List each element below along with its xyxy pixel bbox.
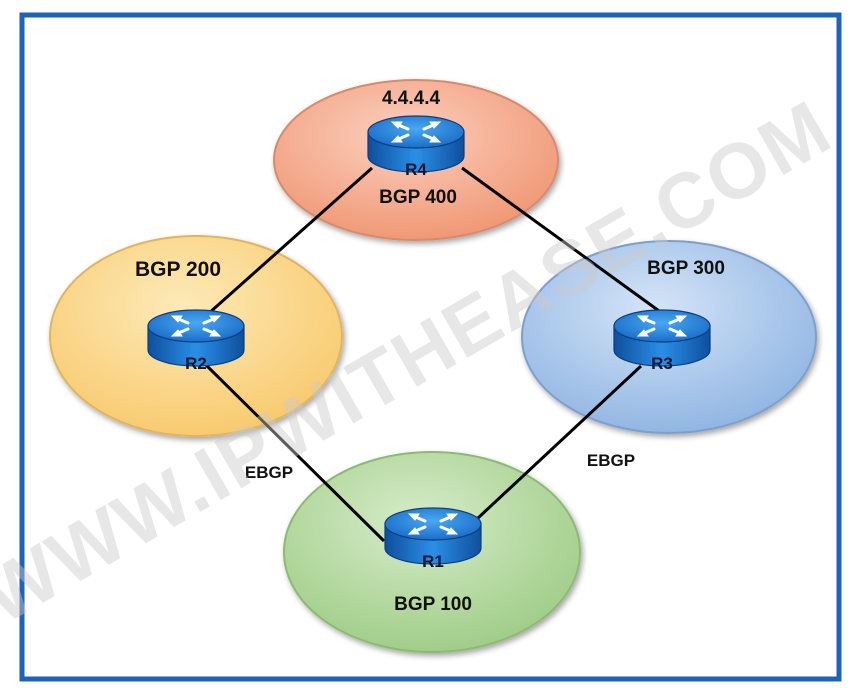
as200-label: BGP 200	[135, 258, 221, 281]
link-r3-r1-label: EBGP	[587, 451, 635, 470]
as300-label: BGP 300	[647, 258, 725, 279]
router-r3: R3	[612, 308, 712, 373]
router-r4: R4	[366, 114, 466, 179]
as100-label: BGP 100	[394, 594, 472, 615]
router-r1: R1	[383, 506, 483, 571]
link-r2-r1	[203, 362, 386, 543]
link-r4-r3	[461, 166, 667, 318]
router-r2: R2	[146, 308, 246, 373]
router-name: R4	[405, 160, 427, 179]
link-r3-r1	[476, 364, 643, 520]
router-name: R3	[651, 354, 673, 373]
as400-loopback: 4.4.4.4	[382, 88, 441, 109]
as400-label: BGP 400	[379, 187, 457, 208]
link-r2-r1-label: EBGP	[245, 463, 293, 482]
link-r4-r2	[207, 166, 373, 316]
router-name: R2	[185, 354, 207, 373]
router-name: R1	[422, 552, 444, 571]
diagram-frame	[19, 12, 842, 682]
